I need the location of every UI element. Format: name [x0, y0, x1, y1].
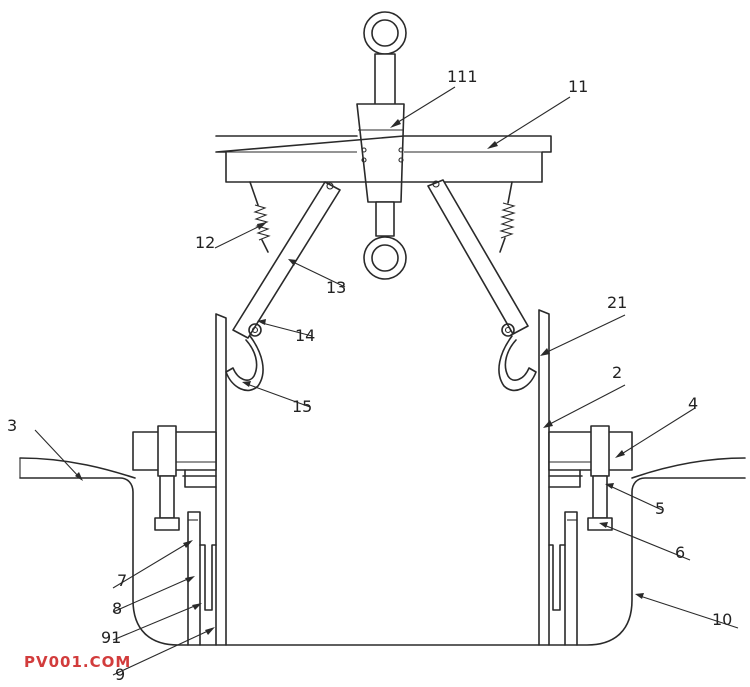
label-91: 91 — [101, 628, 121, 647]
label-111: 111 — [447, 67, 478, 86]
label-5: 5 — [655, 499, 665, 518]
leader-lines — [34, 86, 739, 676]
top-beam — [215, 135, 552, 183]
label-12: 12 — [195, 233, 215, 252]
label-9: 9 — [115, 665, 125, 684]
right-hook — [498, 323, 537, 392]
watermark: PV001.COM — [24, 653, 131, 671]
liner-body — [215, 309, 550, 646]
part-labels: 111 11 12 13 14 15 21 2 3 4 5 6 7 8 91 9… — [7, 67, 732, 684]
label-3: 3 — [7, 416, 17, 435]
label-15: 15 — [292, 397, 312, 416]
label-6: 6 — [675, 543, 685, 562]
label-13: 13 — [326, 278, 346, 297]
left-arm — [232, 181, 341, 339]
label-2: 2 — [612, 363, 622, 382]
right-arm — [427, 179, 529, 335]
lifting-ring-assembly — [356, 11, 407, 280]
right-side-clamp — [548, 425, 633, 646]
outer-housing — [19, 457, 746, 646]
label-21: 21 — [607, 293, 627, 312]
label-7: 7 — [117, 571, 127, 590]
left-side-clamp — [132, 425, 217, 646]
left-hook — [225, 323, 264, 392]
label-14: 14 — [295, 326, 315, 345]
left-spring — [249, 181, 271, 253]
label-10: 10 — [712, 610, 732, 629]
label-8: 8 — [112, 599, 122, 618]
label-4: 4 — [688, 394, 698, 413]
label-11: 11 — [568, 77, 588, 96]
right-spring — [499, 181, 516, 253]
